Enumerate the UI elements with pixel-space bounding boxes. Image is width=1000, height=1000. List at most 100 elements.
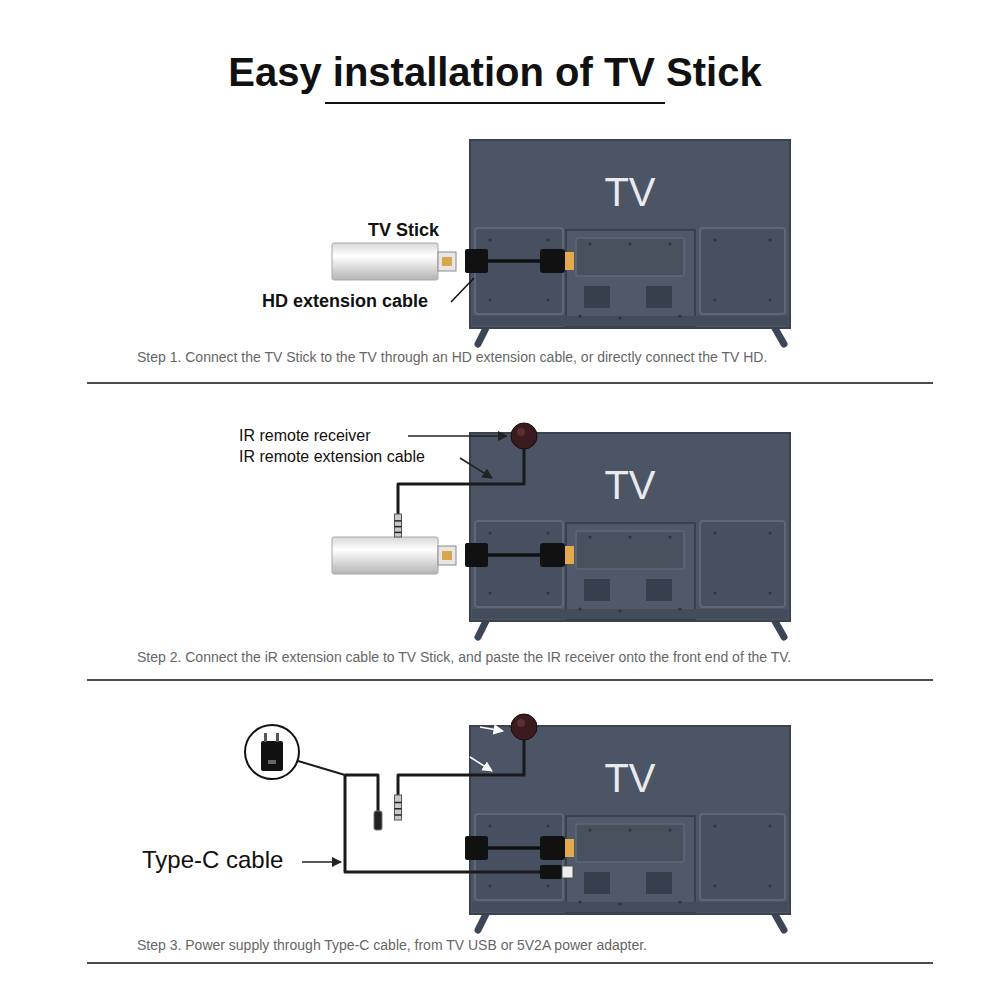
stick-plug [438,546,456,565]
jack-band [395,808,402,810]
tv-screw [668,828,671,831]
jack-band [395,814,402,816]
tv-screw [546,824,549,827]
tv-screw [488,238,491,241]
cable-plug-tip [565,546,574,564]
tv-label: TV [604,465,655,505]
audio-jack [395,514,402,537]
separator [87,679,933,681]
tv-screw [618,902,621,905]
tv-screw [768,591,771,594]
tv-label: TV [604,172,655,212]
tv-screw [488,298,491,301]
cable-plug [540,543,565,567]
cable-plug [465,836,488,860]
tv-screw [588,242,591,245]
jack-band [395,802,402,804]
tv-screw [678,607,681,610]
tv-port [646,579,672,601]
tv-screw [546,591,549,594]
stick-plug-pins [442,257,452,266]
hd-extension-cable [465,249,574,273]
tv-screw [578,314,581,317]
part-name: HD extension cable [262,292,428,310]
tv-screw [713,824,716,827]
cable-plug [540,249,565,273]
tv-screw [768,884,771,887]
jack-band [395,526,402,528]
tv-screw [588,828,591,831]
page-title: Easy installation of TV Stick [0,52,990,92]
tv-mount-plate [576,824,684,862]
adapter-prong [276,733,279,742]
type-c-plug [374,811,382,830]
tv-stick [332,243,456,280]
tv-port [584,286,610,308]
hd-extension-cable [465,543,574,567]
stick-body [332,243,438,280]
power-leader [298,761,345,775]
tv-screw [678,900,681,903]
jack-band [395,532,402,534]
tv-screw [678,314,681,317]
stick-plug [438,252,456,271]
leader-arrow [480,727,503,731]
cable [486,259,542,263]
step-caption: Step 3. Power supply through Type-C cabl… [137,938,647,952]
tv-screw [768,531,771,534]
type-c-cable [345,775,378,812]
tv-screw [628,535,631,538]
tv-screw [588,535,591,538]
leader-line [451,278,474,302]
tv-screw [546,531,549,534]
cable-plug-tip [565,839,574,857]
usb-plug-tip [562,866,573,878]
part-name: TV Stick [368,221,439,239]
tv-port [584,579,610,601]
tv-screw [668,535,671,538]
ir-receiver [511,423,537,449]
tv-screw [628,828,631,831]
leader-arrow [460,458,492,478]
tv-screw [668,242,671,245]
tv-mount [566,523,695,619]
tv-mount-plate [576,238,684,276]
tv-screw [488,884,491,887]
type-c-cable [345,775,542,872]
cable [486,553,542,557]
power-adapter [261,741,283,771]
tv-stick [332,537,456,574]
ir-receiver-lens [517,719,525,727]
tv-screw [546,238,549,241]
tv-screw [713,298,716,301]
step-caption: Step 2. Connect the iR extension cable t… [137,650,791,664]
tv-bottom-bar [472,609,788,619]
title-underline [325,102,665,104]
tv-screw [713,591,716,594]
tv-screw [546,298,549,301]
tv-screw [768,238,771,241]
tv-panel [700,814,785,900]
ir-receiver [511,714,537,740]
cable-plug [465,543,488,567]
part-name: IR remote receiver [239,428,371,444]
jack-body [395,514,402,537]
cable [486,846,542,850]
tv-mount-plate [576,531,684,569]
tv-panel [700,228,785,314]
tv-panel [700,521,785,607]
leader-arrow [302,861,341,863]
tv-port [646,286,672,308]
part-name: IR remote extension cable [239,449,425,465]
tv-screw [713,238,716,241]
tv-screw [488,824,491,827]
ir-extension-cable [398,740,524,797]
tv-back [470,726,790,930]
tv-box: TV [470,433,790,621]
tv-body [470,140,790,328]
tv-back [470,433,790,637]
tv-port [646,872,672,894]
cable-plug [465,249,488,273]
tv-port [584,872,610,894]
